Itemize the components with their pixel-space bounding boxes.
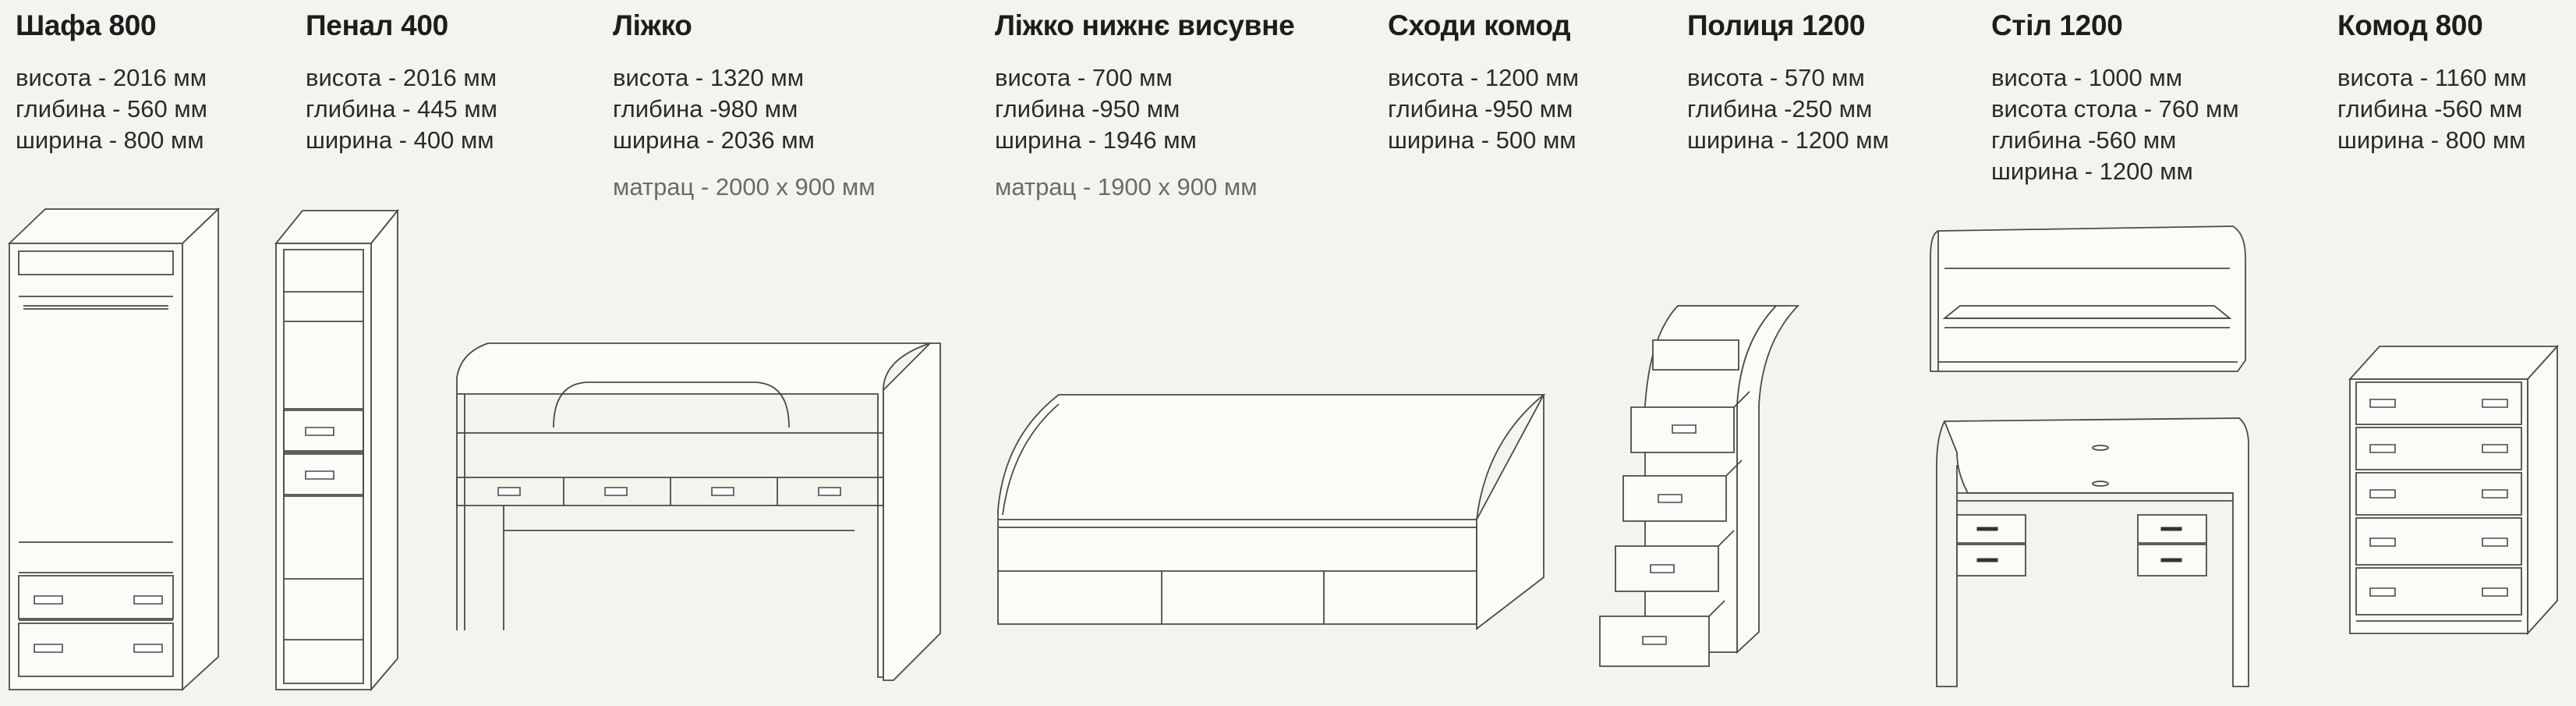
shelf-and-desk-drawing bbox=[1991, 0, 2319, 706]
product-specs: висота - 1160 мм глибина -560 мм ширина … bbox=[2337, 62, 2527, 156]
product-bed: Ліжко висота - 1320 мм глибина -980 мм ш… bbox=[613, 0, 971, 706]
spec-height: висота - 1000 мм bbox=[1991, 64, 2183, 91]
product-specs: висота - 2016 мм глибина - 445 мм ширина… bbox=[306, 62, 497, 156]
product-title: Ліжко bbox=[613, 9, 692, 41]
spec-depth: глибина -560 мм bbox=[1991, 126, 2177, 154]
mattress-size: матрац - 1900 х 900 мм bbox=[995, 173, 1258, 200]
product-title: Шафа 800 bbox=[16, 9, 157, 41]
pencil-case-drawing bbox=[306, 0, 602, 706]
spec-height: висота - 1200 мм bbox=[1388, 64, 1580, 91]
chest-of-drawers-drawing bbox=[2337, 0, 2576, 706]
spec-width: ширина - 1946 мм bbox=[995, 126, 1197, 154]
product-specs: висота - 570 мм глибина -250 мм ширина -… bbox=[1687, 62, 1889, 156]
product-specs: висота - 700 мм глибина -950 мм ширина -… bbox=[995, 62, 1197, 156]
product-pencil-case: Пенал 400 висота - 2016 мм глибина - 445… bbox=[306, 0, 602, 706]
trundle-bed-drawing bbox=[995, 0, 1369, 706]
product-trundle-bed: Ліжко нижнє висувне висота - 700 мм глиб… bbox=[995, 0, 1369, 706]
product-specs: висота - 1200 мм глибина -950 мм ширина … bbox=[1388, 62, 1579, 156]
spec-width: ширина - 1200 мм bbox=[1991, 158, 2193, 185]
spec-height: висота - 570 мм bbox=[1687, 64, 1865, 91]
product-title: Сходи комод bbox=[1388, 9, 1571, 41]
product-wardrobe: Шафа 800 висота - 2016 мм глибина - 560 … bbox=[16, 0, 296, 706]
spec-depth: глибина - 560 мм bbox=[16, 95, 207, 122]
product-title: Комод 800 bbox=[2337, 9, 2483, 41]
product-specs: висота - 1000 мм висота стола - 760 мм г… bbox=[1991, 62, 2239, 187]
spec-width: ширина - 2036 мм bbox=[613, 126, 815, 154]
spec-table-height: висота стола - 760 мм bbox=[1991, 95, 2239, 122]
bed-drawing bbox=[613, 0, 971, 706]
spec-height: висота - 1320 мм bbox=[613, 64, 805, 91]
spec-height: висота - 700 мм bbox=[995, 64, 1173, 91]
product-chest-of-drawers: Комод 800 висота - 1160 мм глибина -560 … bbox=[2337, 0, 2576, 706]
product-title: Стіл 1200 bbox=[1991, 9, 2123, 41]
spec-width: ширина - 400 мм bbox=[306, 126, 494, 154]
product-title: Ліжко нижнє висувне bbox=[995, 9, 1295, 41]
wardrobe-drawing bbox=[16, 0, 296, 706]
spec-height: висота - 1160 мм bbox=[2337, 64, 2527, 91]
spec-depth: глибина -560 мм bbox=[2337, 95, 2523, 122]
spec-width: ширина - 800 мм bbox=[16, 126, 204, 154]
spec-width: ширина - 500 мм bbox=[1388, 126, 1576, 154]
spec-depth: глибина - 445 мм bbox=[306, 95, 497, 122]
product-specs: висота - 1320 мм глибина -980 мм ширина … bbox=[613, 62, 815, 156]
spec-height: висота - 2016 мм bbox=[306, 64, 497, 91]
product-title: Полиця 1200 bbox=[1687, 9, 1866, 41]
spec-depth: глибина -250 мм bbox=[1687, 95, 1873, 122]
stairs-chest-drawing bbox=[1388, 0, 1668, 706]
spec-width: ширина - 1200 мм bbox=[1687, 126, 1889, 154]
product-stairs-chest: Сходи комод висота - 1200 мм глибина -95… bbox=[1388, 0, 1668, 706]
spec-depth: глибина -950 мм bbox=[1388, 95, 1573, 122]
spec-width: ширина - 800 мм bbox=[2337, 126, 2526, 154]
spec-depth: глибина -950 мм bbox=[995, 95, 1180, 122]
product-desk: Стіл 1200 висота - 1000 мм висота стола … bbox=[1991, 0, 2319, 706]
product-title: Пенал 400 bbox=[306, 9, 448, 41]
spec-height: висота - 2016 мм bbox=[16, 64, 207, 91]
product-shelf: Полиця 1200 висота - 570 мм глибина -250… bbox=[1687, 0, 1983, 706]
product-specs: висота - 2016 мм глибина - 560 мм ширина… bbox=[16, 62, 207, 156]
mattress-size: матрац - 2000 х 900 мм bbox=[613, 173, 876, 200]
spec-depth: глибина -980 мм bbox=[613, 95, 798, 122]
